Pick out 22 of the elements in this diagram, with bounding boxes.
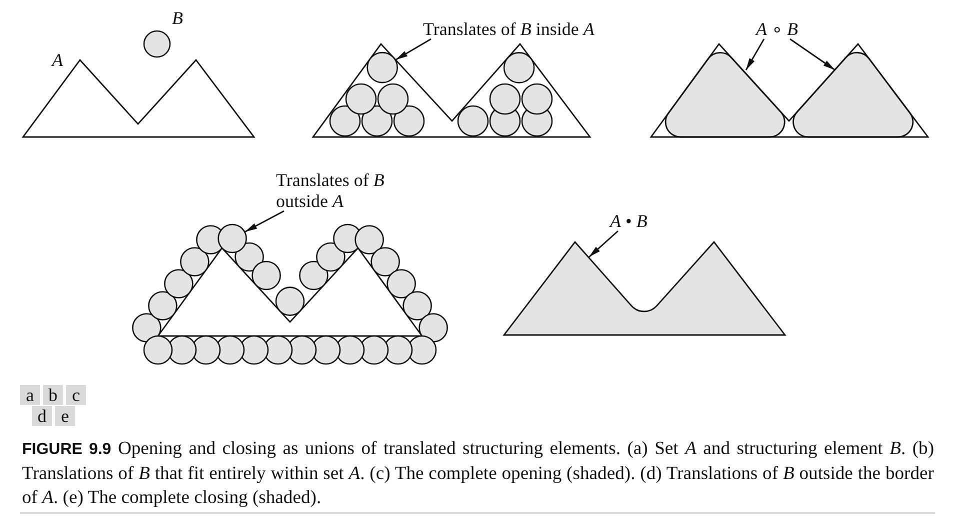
opening-region — [664, 52, 786, 138]
figure-caption: FIGURE 9.9 Opening and closing as unions of translated structuring elements. (a) Set A and structuring element B. (b) Translations of B that fit entirely within set A. (c) The complete opening (shaded). (d) Translations of B outside the border of A. (e) The complete closing (shaded). — [22, 437, 934, 510]
leader-text: Translates of B outside A — [276, 170, 408, 212]
leader-arrow — [790, 38, 836, 71]
leader-text: A • B — [610, 211, 648, 232]
leader-arrow — [244, 210, 284, 232]
disk — [218, 224, 247, 254]
set-label: B — [172, 8, 183, 29]
disk — [366, 52, 398, 84]
panel-letter: b — [43, 385, 63, 405]
panel-letter: a — [20, 385, 40, 405]
opening-region — [792, 52, 914, 138]
panel-letter: c — [66, 385, 86, 405]
set-label: A — [52, 50, 63, 71]
leader-text: Translates of B inside A — [423, 19, 594, 40]
panel-letter: e — [55, 406, 75, 426]
leader-arrow — [745, 38, 765, 70]
closing-region — [503, 241, 786, 336]
panel-letter: d — [32, 406, 52, 426]
leader-arrow — [395, 38, 432, 60]
leader-text: A ∘ B — [756, 19, 798, 40]
leader-arrow — [588, 230, 618, 258]
